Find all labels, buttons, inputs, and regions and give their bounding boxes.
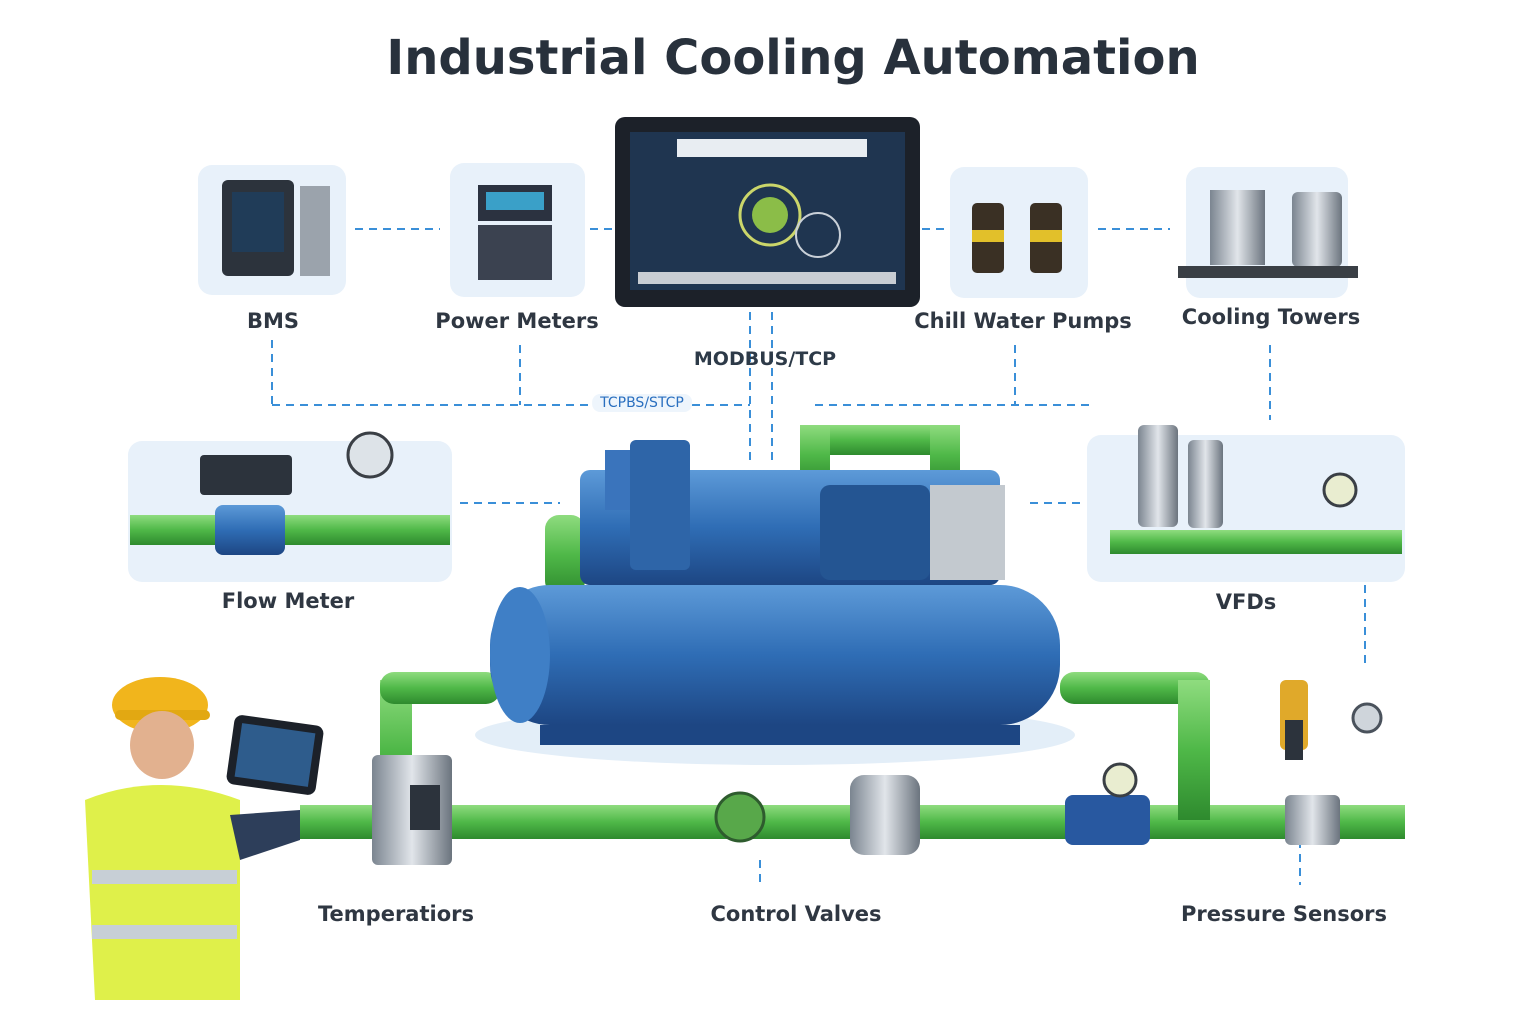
label-flow-meter: Flow Meter xyxy=(221,589,355,613)
label-temperatures: Temperatiors xyxy=(318,902,474,926)
label-cooling-towers: Cooling Towers xyxy=(1181,305,1361,329)
label-vfds: VFDs xyxy=(1215,590,1277,614)
protocol-label-primary: MODBUS/TCP xyxy=(693,348,837,370)
protocol-label-secondary: TCPBS/STCP xyxy=(592,394,692,412)
label-pressure-sensors: Pressure Sensors xyxy=(1181,902,1387,926)
chiller-unit xyxy=(475,440,1075,765)
technician-with-tablet xyxy=(85,677,324,1000)
chill-water-pumps-card xyxy=(950,167,1088,298)
control-valve-icon xyxy=(714,791,766,843)
label-power-meters: Power Meters xyxy=(435,309,599,333)
vfds-card xyxy=(1087,435,1405,582)
page-title: Industrial Cooling Automation xyxy=(386,30,1200,86)
label-chill-water-pumps: Chill Water Pumps xyxy=(914,309,1132,333)
label-bms: BMS xyxy=(246,309,300,333)
label-control-valves: Control Valves xyxy=(710,902,882,926)
